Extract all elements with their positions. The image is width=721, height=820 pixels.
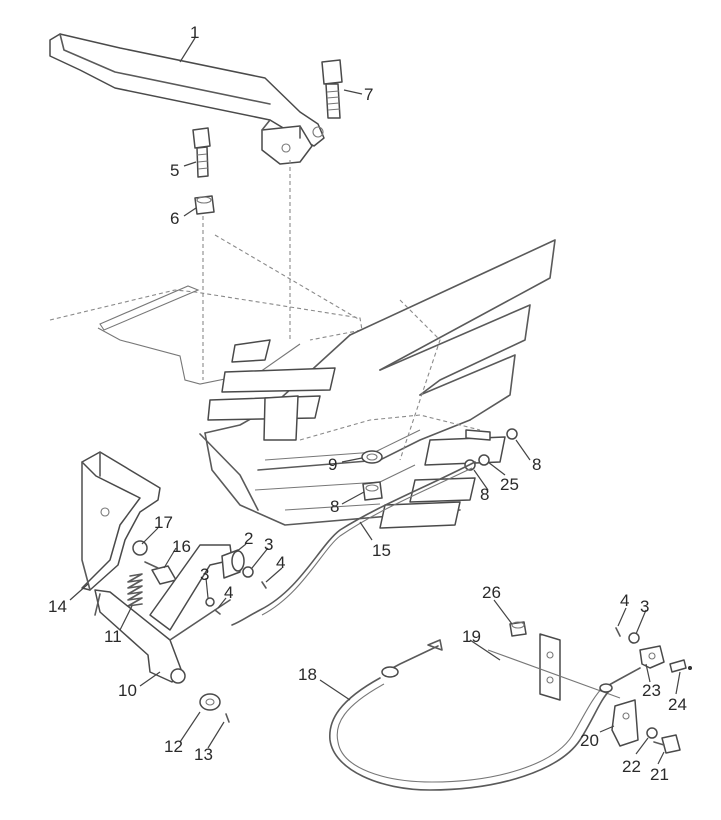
callout-15: 15 [372, 541, 391, 560]
callout-12: 12 [164, 737, 183, 756]
callout-24: 24 [668, 695, 687, 714]
callout-4a: 4 [276, 553, 285, 572]
leader-lines [69, 37, 681, 765]
callout-23: 23 [642, 681, 661, 700]
washer-22-part [646, 727, 658, 739]
washer-3-part [242, 566, 254, 578]
callout-8c: 8 [330, 497, 339, 516]
callout-17: 17 [154, 513, 173, 532]
callout-19: 19 [462, 627, 481, 646]
callout-3b: 3 [200, 565, 209, 584]
callout-3a: 3 [264, 535, 273, 554]
callout-8b: 8 [480, 485, 489, 504]
washer-17-part [132, 540, 148, 556]
callout-26: 26 [482, 583, 501, 602]
pin-4b-part [214, 609, 221, 615]
cable-15-part [231, 461, 476, 626]
callout-13: 13 [194, 745, 213, 764]
bolt-7-part [321, 59, 343, 119]
callout-7: 7 [364, 85, 373, 104]
washer-12-part [199, 693, 221, 711]
callout-10: 10 [118, 681, 137, 700]
pin-4-part [261, 581, 267, 589]
bolt-5-part [192, 127, 211, 178]
pin-25-part [465, 429, 491, 466]
body-panel-part [199, 239, 556, 529]
callout-21: 21 [650, 765, 669, 784]
bracket-14-part [81, 451, 161, 591]
pedal-arm-part [49, 33, 325, 165]
callout-4c: 4 [620, 591, 629, 610]
spring-11-part [127, 573, 143, 607]
callout-5: 5 [170, 161, 179, 180]
bracket-20-part [611, 699, 639, 747]
cable-18-part [329, 639, 641, 791]
cable-15-sheath [261, 467, 473, 616]
callout-6: 6 [170, 209, 179, 228]
callout-25: 25 [500, 475, 519, 494]
clevis-23-part [639, 645, 665, 669]
washer-3b-part [205, 597, 215, 607]
callout-18: 18 [298, 665, 317, 684]
callout-labels: 1 7 5 6 9 8 8 8 25 15 17 16 2 3 4 3 4 14… [48, 23, 687, 784]
callout-2: 2 [244, 529, 253, 548]
bushing-26-part [509, 621, 527, 637]
callout-4b: 4 [224, 583, 233, 602]
grommet-9-part [361, 450, 383, 464]
bolt-16-part [144, 561, 177, 585]
pin-4c-part [615, 627, 621, 637]
washer-3c-part [628, 632, 640, 644]
guide-line [202, 160, 361, 380]
callout-1: 1 [190, 23, 199, 42]
callout-14: 14 [48, 597, 67, 616]
bushing-2-part [221, 549, 245, 579]
callout-22: 22 [622, 757, 641, 776]
pin-24-part [669, 659, 692, 673]
nut-6-part [194, 195, 215, 215]
callout-20: 20 [580, 731, 599, 750]
callout-8a: 8 [532, 455, 541, 474]
callout-11: 11 [104, 627, 122, 646]
callout-16: 16 [172, 537, 191, 556]
callout-3c: 3 [640, 597, 649, 616]
guide-line-19 [487, 649, 621, 699]
pin-13-part [225, 713, 230, 723]
plate-19-part [539, 633, 561, 701]
callout-9: 9 [328, 455, 337, 474]
bolt-21-part [653, 734, 681, 754]
